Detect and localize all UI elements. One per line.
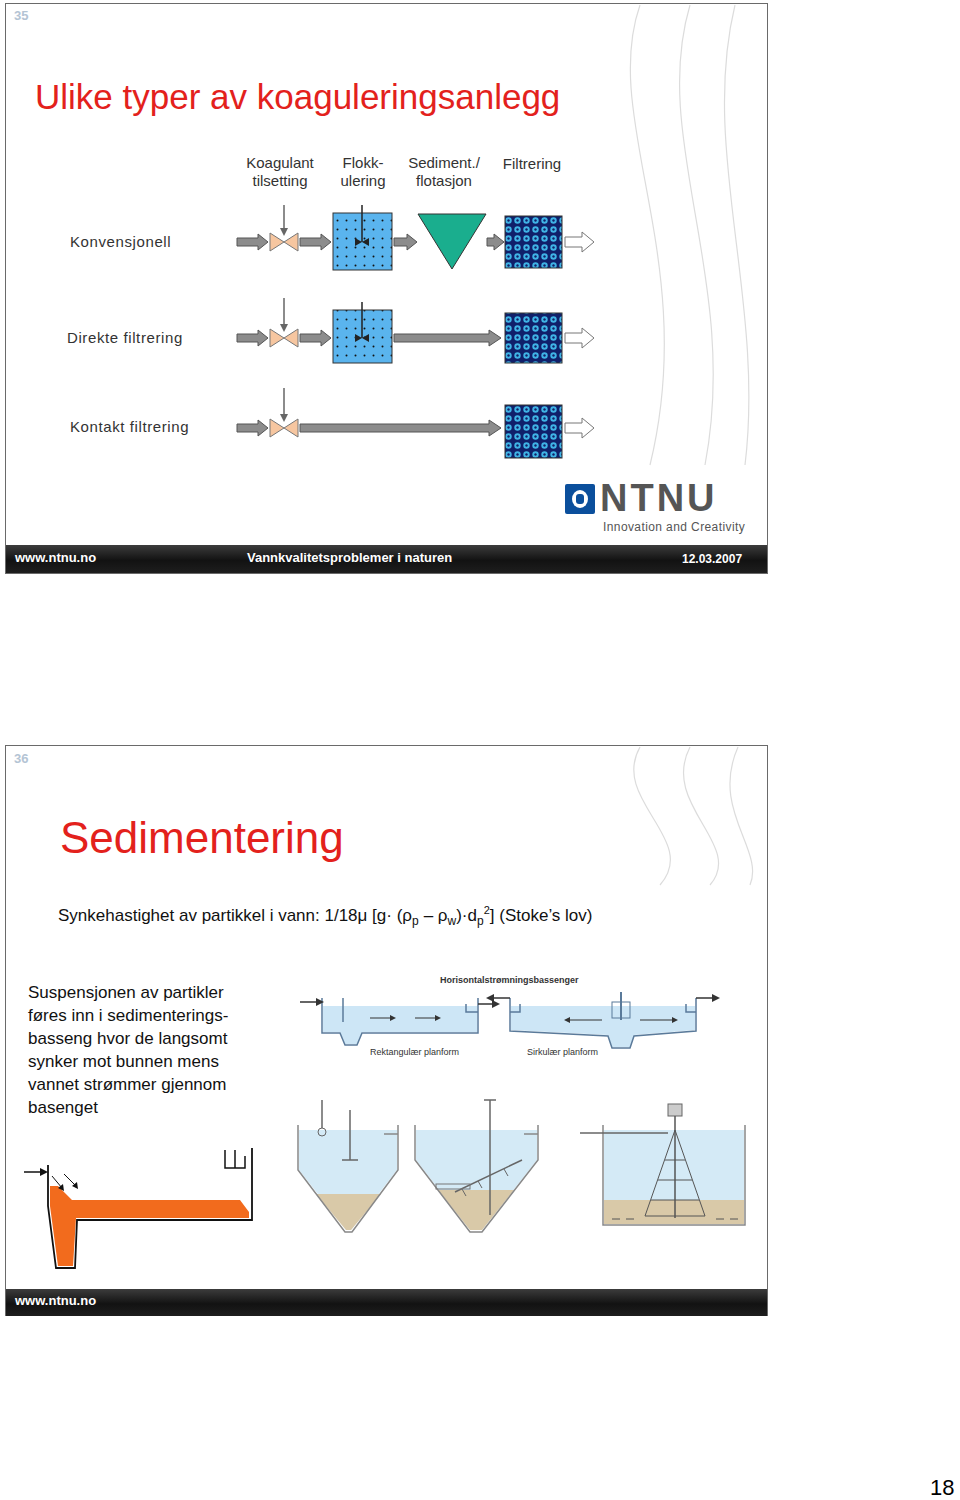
body-text: Suspensjonen av partikler føres inn i se… (28, 981, 260, 1119)
row-label: Direkte filtrering (67, 329, 183, 347)
settling-tank (298, 1100, 398, 1232)
figure-caption: Horisontalstrømningsbassenger (440, 975, 579, 986)
settling-tank (415, 1100, 538, 1232)
row-label: Konvensjonell (70, 233, 171, 251)
footer-text: Vannkvalitetsproblemer i naturen (247, 550, 452, 566)
figure-caption: Rektangulær planform (370, 1047, 459, 1058)
formula-text: ] (Stoke’s lov) (490, 906, 593, 925)
formula-text: )·d (456, 906, 477, 925)
slide-number: 35 (14, 8, 28, 24)
decor-curves (634, 747, 753, 885)
footer-band: www.ntnu.no Vannkvalitetsproblemer i natu… (6, 545, 767, 573)
superscript: 2 (484, 904, 490, 916)
settling-tank (580, 1104, 745, 1225)
footer-date: 12.03.2007 (682, 551, 742, 567)
footer-text: www.ntnu.no (15, 550, 96, 566)
formula-line: Synkehastighet av partikkel i vann: 1/18… (58, 899, 592, 932)
figure-caption: Sirkulær planform (527, 1047, 598, 1058)
logo-icon (565, 484, 595, 514)
circular-basin (486, 992, 720, 1048)
column-heading: Filtrering (497, 155, 567, 173)
page-number: 18 (930, 1475, 954, 1500)
slide-title: Sedimentering (60, 813, 344, 863)
formula-text: Synkehastighet av partikkel i vann: 1/18… (58, 906, 412, 925)
decor-curves (630, 5, 749, 465)
sludge-tank (24, 1148, 252, 1268)
process-row (237, 205, 594, 270)
logo-wordmark: NTNU (600, 477, 718, 519)
logo-tagline: Innovation and Creativity (603, 520, 745, 534)
footer-band: www.ntnu.no (6, 1289, 767, 1316)
slide-title: Ulike typer av koaguleringsanlegg (35, 77, 560, 117)
column-heading: Sediment./ flotasjon (399, 154, 489, 190)
footer-text: www.ntnu.no (15, 1293, 96, 1309)
process-row (237, 298, 594, 363)
column-heading: Koagulant tilsetting (235, 154, 325, 190)
column-heading: Flokk- ulering (323, 154, 403, 190)
subscript: p (412, 914, 419, 928)
subscript: p (477, 914, 484, 928)
slide-number: 36 (14, 751, 28, 767)
row-label: Kontakt filtrering (70, 418, 189, 436)
subscript: w (448, 914, 457, 928)
formula-text: – ρ (424, 906, 448, 925)
rectangular-basin (300, 998, 500, 1045)
process-row (237, 388, 594, 458)
